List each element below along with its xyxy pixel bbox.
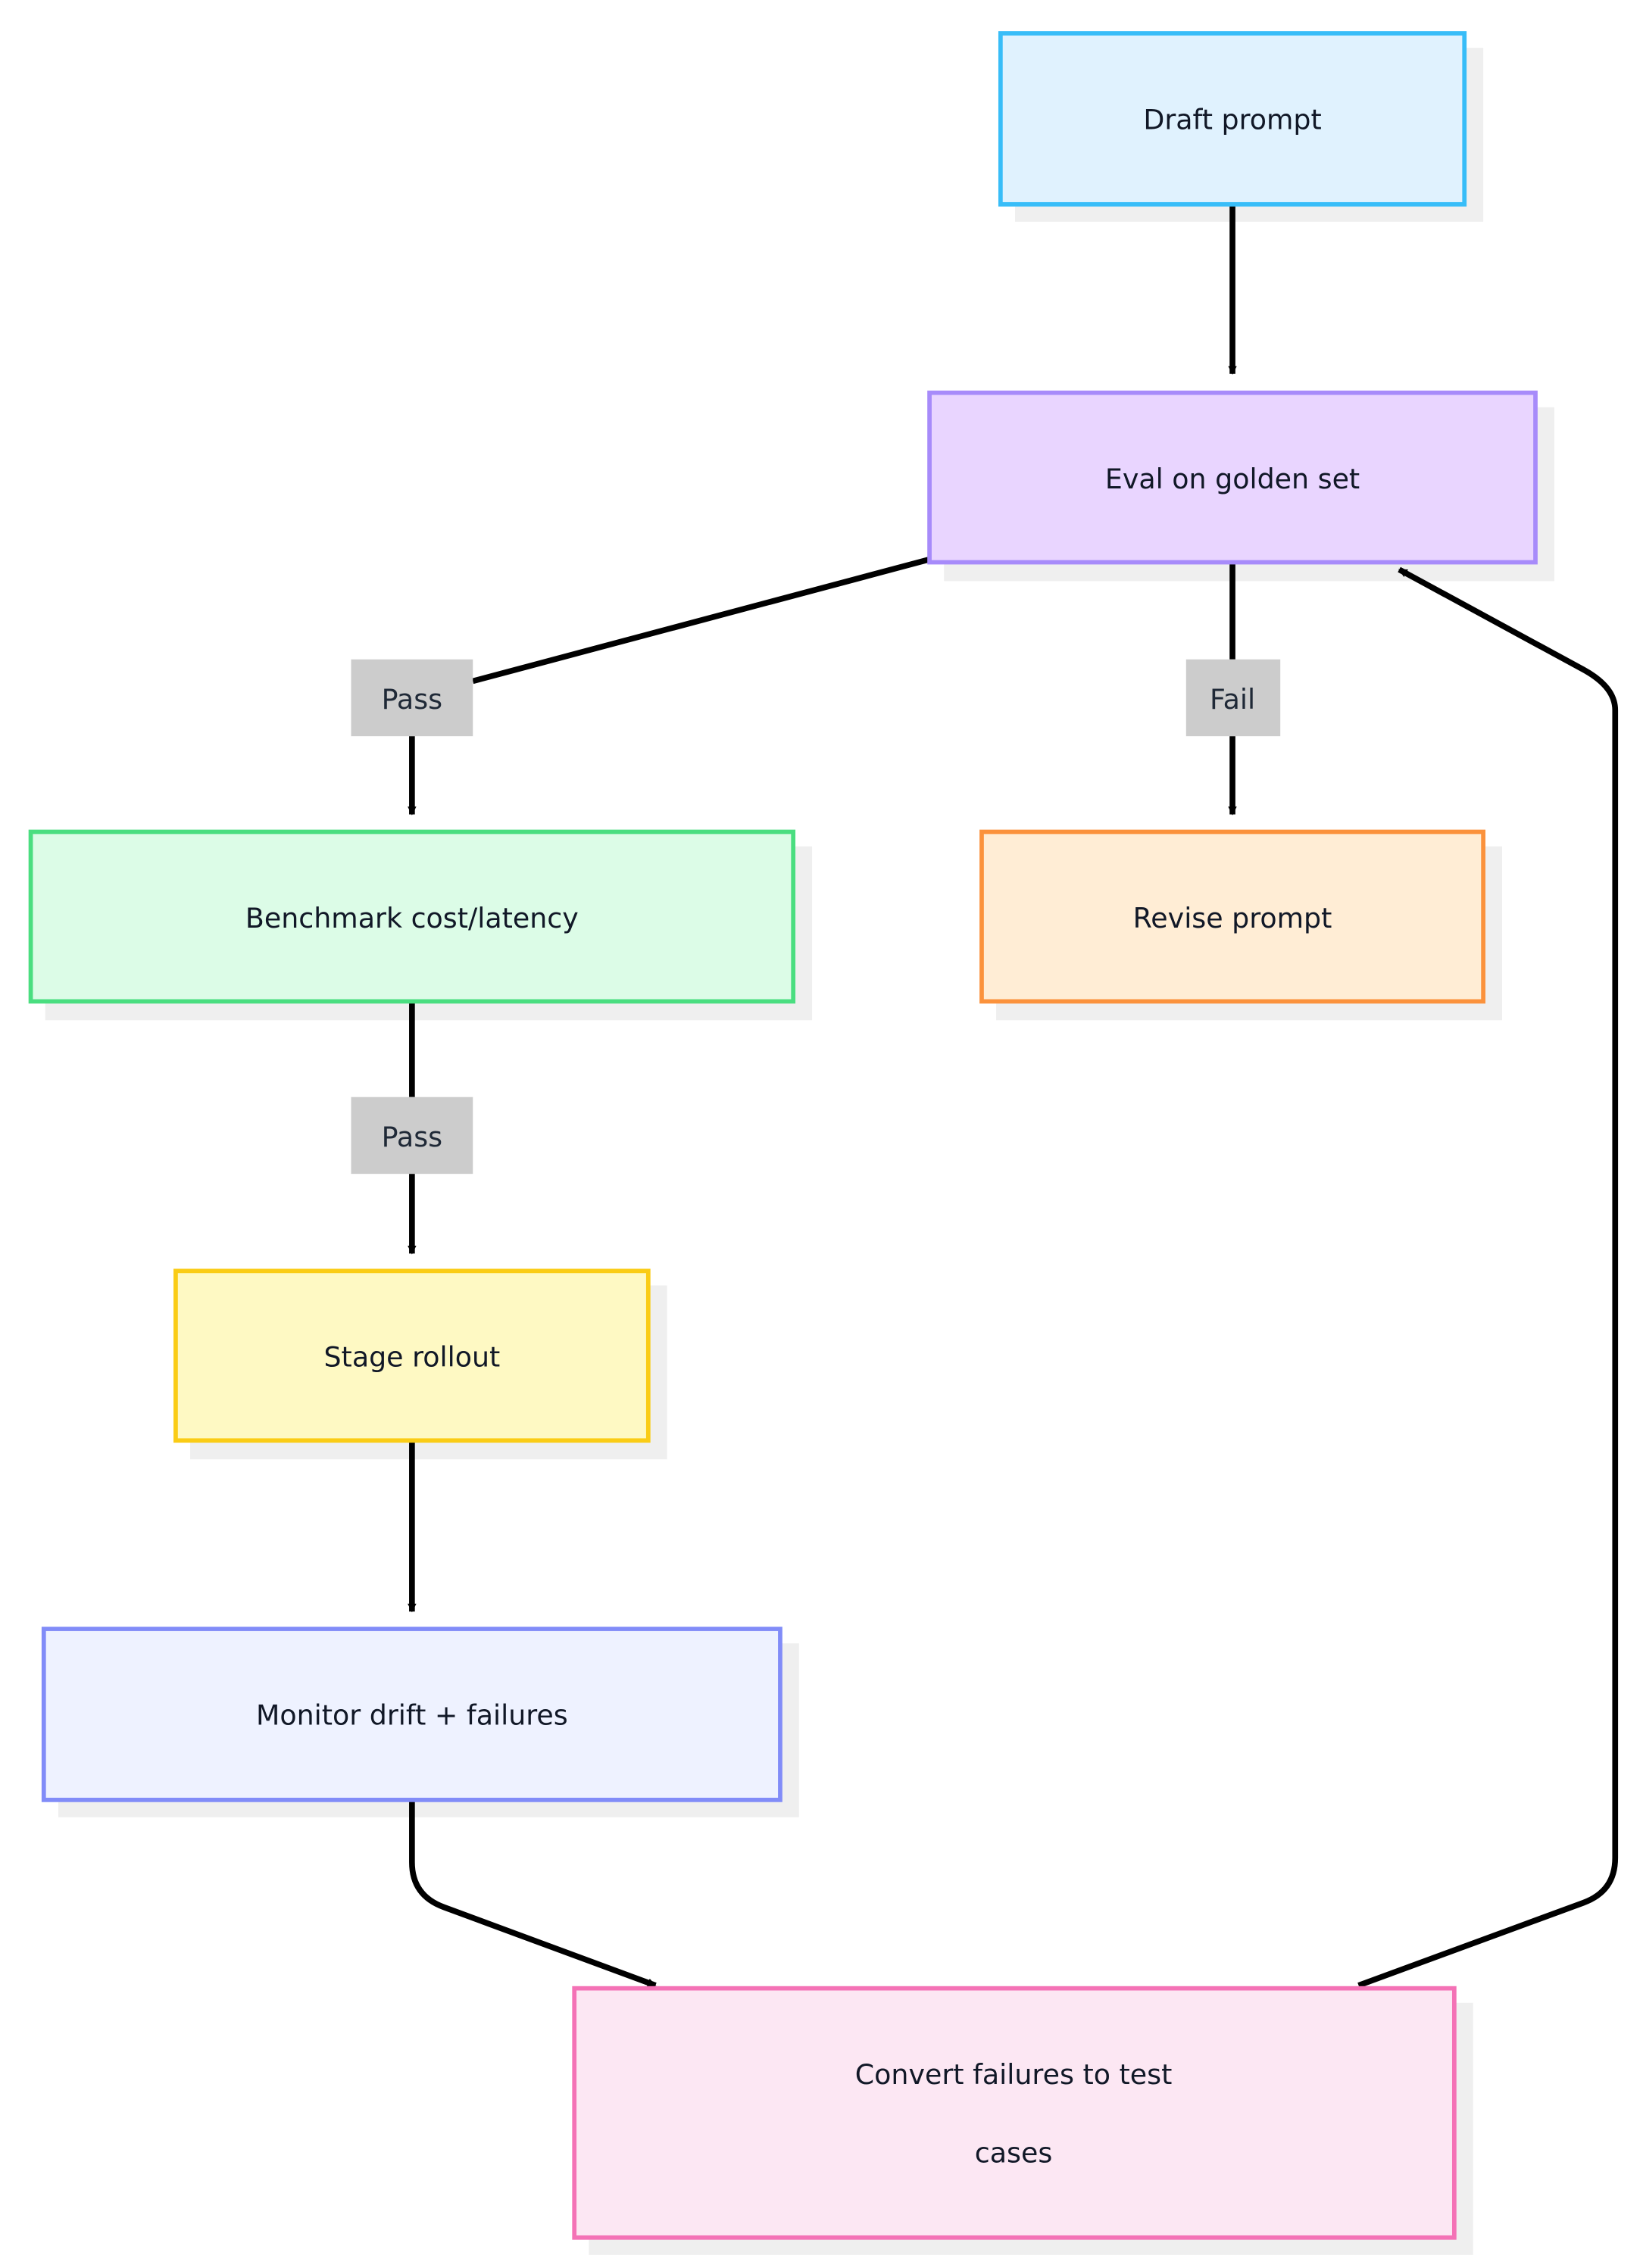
node-label: Monitor drift + failures — [256, 1699, 568, 1731]
node-shadows — [45, 48, 1554, 2255]
edge-label-text: Fail — [1210, 683, 1255, 716]
edge-label-text: Pass — [382, 683, 442, 716]
node-monitor[interactable]: Monitor drift + failures — [41, 1627, 782, 1802]
node-label: Draft prompt — [1143, 103, 1321, 136]
node-draft-prompt[interactable]: Draft prompt — [998, 31, 1467, 207]
node-benchmark[interactable]: Benchmark cost/latency — [28, 829, 796, 1004]
node-eval-golden-set[interactable]: Eval on golden set — [927, 390, 1538, 565]
edge-label-fail: Fail — [1185, 659, 1281, 737]
node-label: Stage rollout — [323, 1341, 500, 1374]
edge-eval-to-bench — [472, 557, 931, 685]
node-label-line-2: cases — [975, 2136, 1053, 2169]
edges — [408, 205, 1619, 1989]
edge-label-text: Pass — [382, 1121, 442, 1153]
node-label: Revise prompt — [1133, 902, 1332, 934]
node-revise-prompt[interactable]: Revise prompt — [979, 829, 1485, 1004]
node-label-line-1: Convert failures to test — [855, 2058, 1173, 2091]
edge-convert-to-eval — [1357, 566, 1619, 1989]
node-stage-rollout[interactable]: Stage rollout — [173, 1268, 651, 1443]
node-label: Eval on golden set — [1105, 463, 1360, 495]
node-convert-failures[interactable]: Convert failures to test cases — [572, 1986, 1457, 2240]
edge-label-pass-1: Pass — [351, 659, 473, 737]
node-label: Benchmark cost/latency — [245, 902, 579, 934]
edge-label-pass-2: Pass — [351, 1097, 473, 1175]
edge-monitor-to-convert — [409, 1801, 657, 1989]
